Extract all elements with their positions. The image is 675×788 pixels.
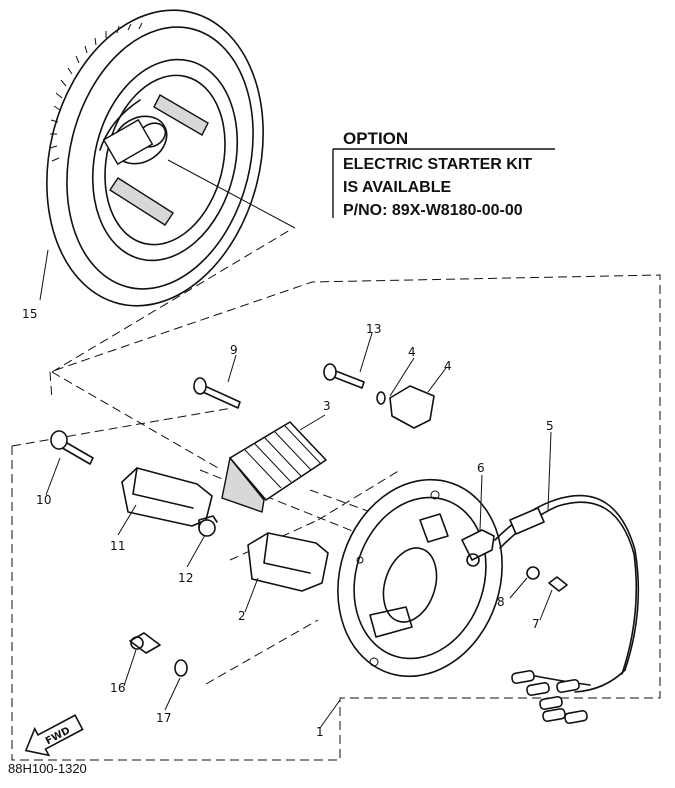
washer-8 bbox=[526, 566, 540, 580]
stator-assembly-outline bbox=[11, 274, 661, 761]
flywheel-rotor bbox=[46, 9, 296, 307]
callout-6: 6 bbox=[477, 461, 485, 475]
lighting-coil bbox=[121, 467, 213, 527]
callout-17: 17 bbox=[156, 711, 172, 725]
callout-7: 7 bbox=[532, 617, 540, 631]
callout-10: 10 bbox=[36, 493, 52, 507]
callout-1: 1 bbox=[316, 725, 324, 739]
screw-16 bbox=[129, 632, 161, 654]
bracket-4 bbox=[389, 385, 435, 429]
screw-13 bbox=[323, 363, 365, 389]
option-line-2: IS AVAILABLE bbox=[343, 179, 451, 196]
screw-7 bbox=[548, 576, 568, 592]
drawing-code: 88H100-1320 bbox=[8, 761, 87, 776]
washer-17 bbox=[174, 659, 188, 677]
callout-16: 16 bbox=[110, 681, 126, 695]
callout-5: 5 bbox=[546, 419, 554, 433]
screw-10 bbox=[50, 430, 94, 465]
callout-4a: 4 bbox=[408, 345, 416, 359]
callout-3: 3 bbox=[323, 399, 331, 413]
stator-base-plate bbox=[337, 478, 503, 678]
pickup-coil bbox=[461, 529, 495, 567]
option-line-1: ELECTRIC STARTER KIT bbox=[343, 156, 532, 173]
option-part-number: P/NO: 89X-W8180-00-00 bbox=[343, 202, 523, 219]
forward-direction-arrow: FWD bbox=[24, 714, 84, 757]
collar-12 bbox=[198, 515, 218, 537]
callout-13: 13 bbox=[366, 322, 382, 336]
source-coil bbox=[221, 421, 327, 513]
screw-9 bbox=[193, 377, 241, 409]
callout-8: 8 bbox=[497, 595, 505, 609]
callout-labels: 15 9 13 4 4 3 5 6 10 11 12 2 8 7 16 17 1 bbox=[22, 307, 554, 739]
callout-11: 11 bbox=[110, 539, 126, 553]
callout-15: 15 bbox=[22, 307, 38, 321]
callout-4b: 4 bbox=[444, 359, 452, 373]
callout-2: 2 bbox=[238, 609, 246, 623]
option-box: OPTION ELECTRIC STARTER KIT IS AVAILABLE… bbox=[332, 129, 555, 219]
callout-9: 9 bbox=[230, 343, 238, 357]
charge-coil bbox=[247, 532, 329, 592]
option-title: OPTION bbox=[343, 129, 408, 148]
callout-12: 12 bbox=[178, 571, 194, 585]
wire-harness bbox=[494, 494, 640, 725]
washer-4 bbox=[376, 391, 386, 405]
